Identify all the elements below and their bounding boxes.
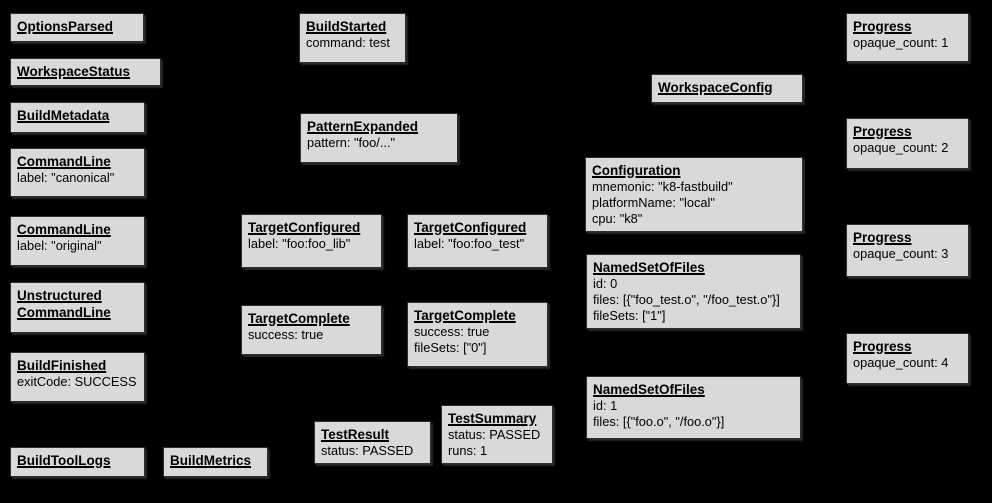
- event-box-options-parsed: OptionsParsed: [10, 13, 144, 42]
- event-box-target-configured-foo-lib: TargetConfigured label: "foo:foo_lib": [241, 214, 382, 268]
- event-box-target-complete-foo-test: TargetComplete success: true fileSets: […: [407, 302, 548, 367]
- event-field: status: PASSED: [448, 427, 541, 442]
- event-box-progress-4: Progress opaque_count: 4: [846, 333, 969, 384]
- event-title: BuildStarted: [306, 19, 387, 34]
- event-box-progress-3: Progress opaque_count: 3: [846, 224, 969, 277]
- event-title: TargetConfigured: [414, 220, 527, 235]
- event-title: NamedSetOfFiles: [593, 260, 705, 275]
- event-title: Unstructured: [17, 288, 102, 303]
- event-box-build-metadata: BuildMetadata: [10, 102, 145, 133]
- event-field: mnemonic: "k8-fastbuild": [592, 179, 733, 194]
- event-title: Configuration: [592, 163, 681, 178]
- event-box-named-set-of-files-0: NamedSetOfFiles id: 0 files: [{"foo_test…: [586, 254, 801, 329]
- event-field: status: PASSED: [321, 443, 414, 458]
- event-field: fileSets: ["1"]: [593, 308, 666, 323]
- event-field: success: true: [248, 327, 324, 342]
- event-title: BuildToolLogs: [17, 453, 111, 468]
- event-field: command: test: [306, 35, 390, 50]
- event-title: BuildMetrics: [170, 453, 252, 468]
- event-box-progress-1: Progress opaque_count: 1: [846, 13, 969, 62]
- event-title: CommandLine: [17, 222, 111, 237]
- event-field: pattern: "foo/...": [307, 135, 396, 150]
- event-box-configuration: Configuration mnemonic: "k8-fastbuild" p…: [585, 157, 803, 232]
- event-box-workspace-status: WorkspaceStatus: [10, 58, 161, 86]
- event-box-build-metrics: BuildMetrics: [163, 447, 268, 477]
- event-field: opaque_count: 1: [853, 35, 949, 50]
- event-title: BuildMetadata: [17, 108, 110, 123]
- event-field: label: "foo:foo_lib": [248, 236, 351, 251]
- event-field: label: "canonical": [17, 170, 115, 185]
- event-title: WorkspaceStatus: [17, 64, 131, 79]
- event-field: success: true: [414, 324, 490, 339]
- event-title: OptionsParsed: [17, 19, 114, 34]
- event-title: CommandLine: [17, 154, 111, 169]
- event-box-test-summary: TestSummary status: PASSED runs: 1: [441, 405, 553, 464]
- event-box-pattern-expanded: PatternExpanded pattern: "foo/...": [300, 113, 458, 163]
- event-field: label: "foo:foo_test": [414, 236, 525, 251]
- event-box-command-line-original: CommandLine label: "original": [10, 216, 145, 266]
- event-box-target-configured-foo-test: TargetConfigured label: "foo:foo_test": [407, 214, 548, 268]
- event-box-build-started: BuildStarted command: test: [299, 13, 406, 63]
- event-title: Progress: [853, 19, 912, 34]
- event-field: opaque_count: 3: [853, 246, 949, 261]
- event-box-test-result: TestResult status: PASSED: [314, 421, 431, 464]
- event-title-line2: CommandLine: [17, 305, 111, 320]
- event-title: Progress: [853, 230, 912, 245]
- event-field: exitCode: SUCCESS: [17, 374, 137, 389]
- event-title: Progress: [853, 124, 912, 139]
- event-box-unstructured-command-line: Unstructured CommandLine: [10, 282, 145, 333]
- event-field: platformName: "local": [592, 195, 715, 210]
- event-title: NamedSetOfFiles: [593, 382, 705, 397]
- event-field: id: 1: [593, 398, 618, 413]
- event-title: TargetComplete: [414, 308, 516, 323]
- event-title: BuildFinished: [17, 358, 107, 373]
- event-field: runs: 1: [448, 443, 488, 458]
- event-field: files: [{"foo.o", "/foo.o"}]: [593, 414, 725, 429]
- event-box-build-tool-logs: BuildToolLogs: [10, 447, 145, 477]
- event-title: TestSummary: [448, 411, 537, 426]
- event-field: id: 0: [593, 276, 618, 291]
- event-box-command-line-canonical: CommandLine label: "canonical": [10, 148, 145, 197]
- event-field: cpu: "k8": [592, 211, 643, 226]
- event-title: TargetConfigured: [248, 220, 361, 235]
- event-field: fileSets: ["0"]: [414, 340, 487, 355]
- event-title: TargetComplete: [248, 311, 350, 326]
- event-box-named-set-of-files-1: NamedSetOfFiles id: 1 files: [{"foo.o", …: [586, 376, 801, 439]
- event-title: WorkspaceConfig: [658, 80, 773, 95]
- event-field: opaque_count: 2: [853, 140, 949, 155]
- event-box-progress-2: Progress opaque_count: 2: [846, 118, 969, 169]
- event-box-target-complete-foo-lib: TargetComplete success: true: [241, 305, 382, 355]
- event-box-build-finished: BuildFinished exitCode: SUCCESS: [10, 352, 145, 402]
- event-title: Progress: [853, 339, 912, 354]
- event-title: PatternExpanded: [307, 119, 419, 134]
- event-field: files: [{"foo_test.o", "/foo_test.o"}]: [593, 292, 780, 307]
- event-field: opaque_count: 4: [853, 355, 949, 370]
- event-title: TestResult: [321, 427, 390, 442]
- event-field: label: "original": [17, 238, 102, 253]
- event-box-workspace-config: WorkspaceConfig: [651, 74, 803, 103]
